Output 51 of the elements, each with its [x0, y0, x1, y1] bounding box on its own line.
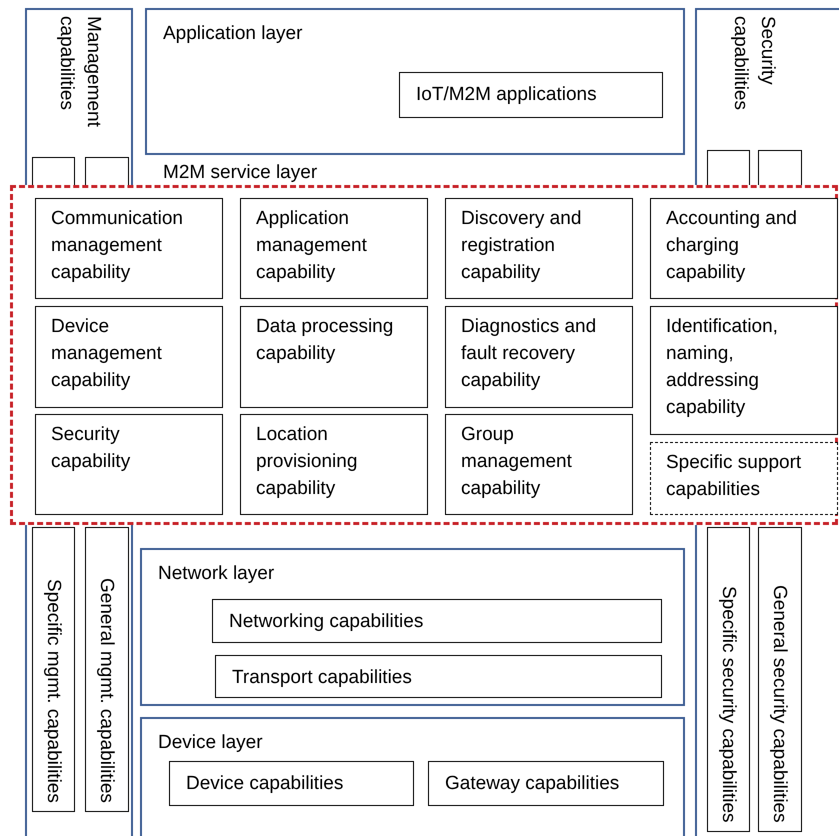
capability-box [650, 306, 838, 435]
capability-box [169, 761, 414, 806]
capability-label: Specific support capabilities [666, 451, 802, 502]
capability-box [35, 198, 223, 299]
capability-label: General security capabilities [768, 585, 791, 823]
capability-label: Identification, naming, addressing capability [666, 315, 779, 420]
capability-box [35, 414, 223, 515]
capability-box [650, 198, 838, 299]
capability-label: Security capability [51, 423, 132, 474]
layer-heading: Application layer [163, 22, 302, 46]
layer-panel [140, 717, 685, 836]
capability-label: Specific security capabilities [717, 586, 740, 823]
column-heading: Management capabilities [55, 16, 105, 129]
capability-box [212, 599, 662, 643]
capability-label: Application management capability [256, 207, 368, 285]
capability-box [240, 198, 428, 299]
capability-box [399, 72, 663, 118]
capability-label: Group management capability [461, 423, 573, 501]
capability-label: Accounting and charging capability [666, 207, 798, 285]
capability-box [428, 761, 664, 806]
capability-box [85, 527, 129, 812]
capability-box [445, 198, 633, 299]
column-heading: Security capabilities [729, 16, 779, 112]
capability-box [35, 306, 223, 408]
capability-label: Device management capability [51, 315, 163, 393]
layer-heading: Network layer [158, 562, 274, 586]
capability-label: Communication management capability [51, 207, 184, 285]
capability-label: Gateway capabilities [445, 772, 620, 796]
capability-label: Specific mgmt. capabilities [42, 579, 65, 803]
capability-label: Device capabilities [186, 772, 344, 796]
capability-box [32, 527, 75, 812]
capability-box [240, 414, 428, 515]
capability-box [445, 306, 633, 408]
capability-box [240, 306, 428, 408]
capability-box [215, 655, 662, 698]
layer-panel [145, 8, 685, 155]
capability-box [707, 527, 750, 832]
capability-label: Discovery and registration capability [461, 207, 582, 285]
layer-panel [140, 548, 685, 706]
capability-box [650, 442, 838, 515]
capability-label: IoT/M2M applications [416, 83, 597, 107]
capability-label: Data processing capability [256, 315, 394, 366]
capability-label: Transport capabilities [232, 666, 412, 690]
capability-label: Networking capabilities [229, 610, 424, 634]
capability-label: Location provisioning capability [256, 423, 358, 501]
capability-box [445, 414, 633, 515]
capability-label: General mgmt. capabilities [95, 578, 118, 803]
layer-heading: M2M service layer [163, 161, 318, 185]
layer-heading: Device layer [158, 731, 263, 755]
capability-label: Diagnostics and fault recovery capability [461, 315, 598, 393]
capability-box [758, 527, 802, 832]
